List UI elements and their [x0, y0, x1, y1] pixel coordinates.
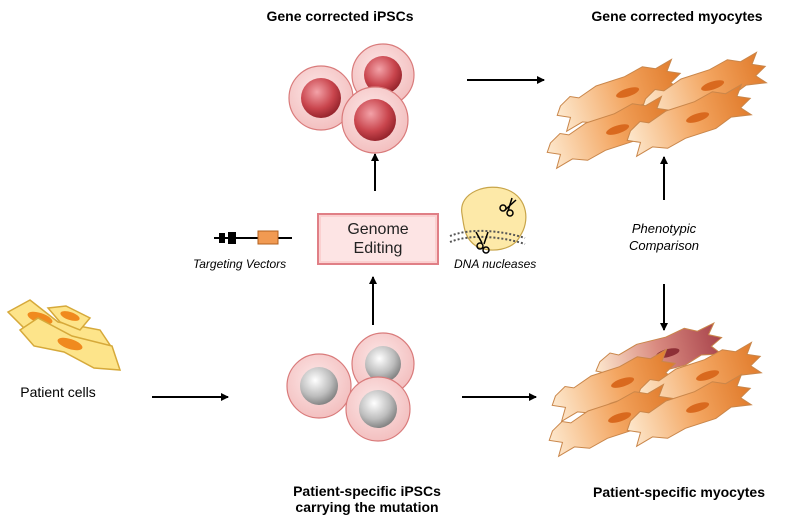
- targeting-vectors-label: Targeting Vectors: [193, 257, 287, 271]
- dna-nucleases-label: DNA nucleases: [454, 257, 537, 271]
- patient-myocytes: [542, 319, 768, 460]
- genome-editing-box: Genome Editing: [317, 213, 439, 265]
- title-patient-specific-myocytes: Patient-specific myocytes: [593, 484, 765, 500]
- genome-editing-line2: Editing: [353, 240, 403, 257]
- dna-nuclease-icon: [449, 186, 527, 254]
- phenotypic-comparison-line1: Phenotypic: [631, 221, 697, 236]
- phenotypic-comparison-line2: Comparison: [628, 238, 700, 253]
- phenotypic-comparison-label: Phenotypic Comparison: [629, 220, 699, 254]
- title-gene-corrected-ipscs: Gene corrected iPSCs: [266, 8, 414, 24]
- patient-cells-illustration: [6, 299, 122, 371]
- corrected-ipsc-cluster: [288, 43, 415, 154]
- title-patient-specific-ipscs-line2: carrying the mutation: [295, 499, 439, 515]
- title-patient-specific-ipscs: Patient-specific iPSCs carrying the muta…: [293, 483, 441, 515]
- corrected-myocytes: [540, 48, 773, 172]
- targeting-vector-icon: [214, 230, 292, 245]
- title-patient-specific-ipscs-line1: Patient-specific iPSCs: [293, 483, 441, 499]
- title-gene-corrected-myocytes: Gene corrected myocytes: [591, 8, 763, 24]
- patient-cells-label: Patient cells: [20, 384, 96, 400]
- genome-editing-line1: Genome: [347, 221, 409, 238]
- patient-ipsc-cluster: [286, 332, 415, 442]
